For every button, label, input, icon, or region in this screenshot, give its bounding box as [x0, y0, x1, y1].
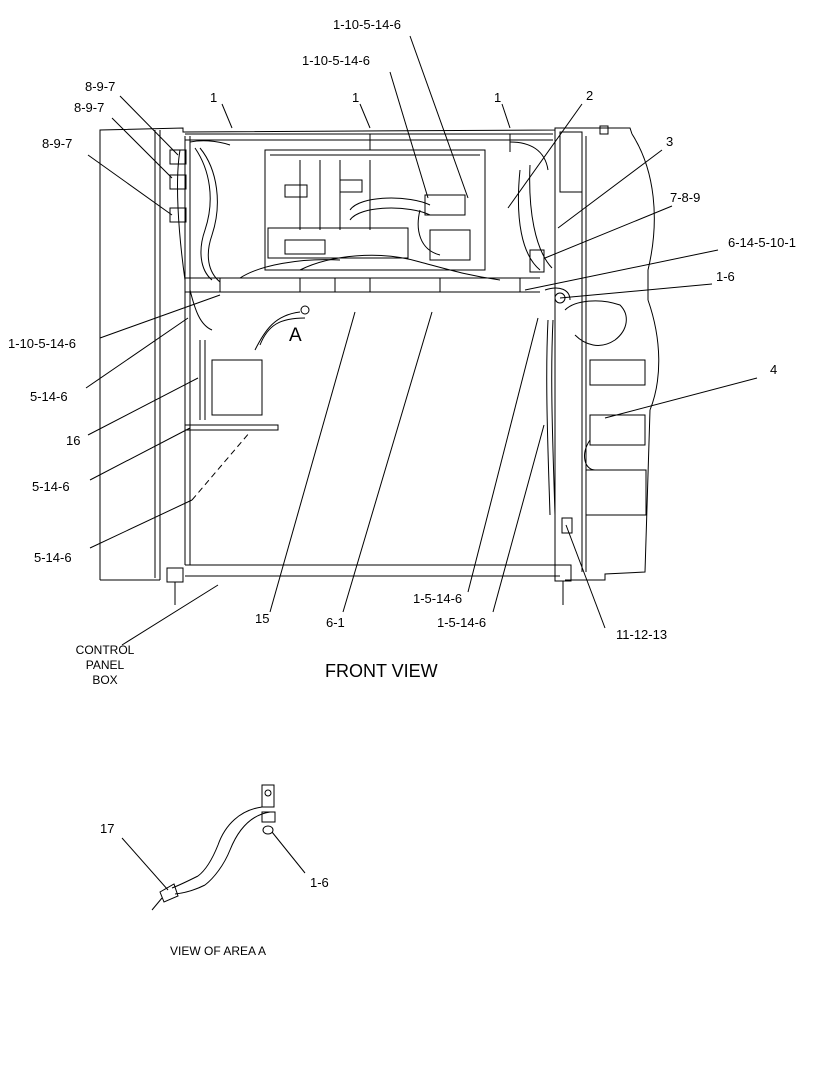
front-view-title: FRONT VIEW	[325, 661, 438, 681]
callout-4: 4	[770, 362, 778, 377]
control-panel-box-label: CONTROL PANEL BOX	[60, 643, 150, 688]
callout-8-9-7-a: 8-9-7	[85, 79, 116, 94]
callout-1-b: 1	[352, 90, 360, 105]
leader-lines	[86, 36, 757, 645]
callout-3: 3	[666, 134, 674, 149]
callout-1-10-5-14-6-top-b: 1-10-5-14-6	[302, 53, 370, 68]
left-cable-bundle	[170, 148, 220, 330]
callout-8-9-7-b: 8-9-7	[74, 100, 105, 115]
callout-5-14-6-a: 5-14-6	[30, 389, 68, 404]
callout-1-6-bottom: 1-6	[310, 875, 329, 890]
callout-1-10-5-14-6-top-a: 1-10-5-14-6	[333, 17, 401, 32]
callout-5-14-6-c: 5-14-6	[34, 550, 72, 565]
top-cables	[185, 134, 553, 170]
callout-8-9-7-c: 8-9-7	[42, 136, 73, 151]
callout-15: 15	[255, 611, 270, 626]
cabinet-outline	[100, 126, 659, 580]
subpanel-16	[185, 306, 309, 430]
callout-6-1: 6-1	[326, 615, 345, 630]
cabinet-feet	[167, 565, 571, 605]
callout-16: 16	[66, 433, 81, 448]
callout-6-14-5-10-1: 6-14-5-10-1	[728, 235, 796, 250]
control-panel-box-line-1: CONTROL	[75, 643, 135, 657]
control-panel-box-line-2: PANEL	[85, 658, 125, 672]
inner-panel	[265, 150, 485, 270]
callout-1-c: 1	[494, 90, 502, 105]
callout-17: 17	[100, 821, 115, 836]
callout-7-8-9: 7-8-9	[670, 190, 701, 205]
callout-2: 2	[586, 88, 594, 103]
callout-1-6-top: 1-6	[716, 269, 735, 284]
control-panel-box-line-3: BOX	[92, 673, 118, 687]
view-of-area-a-detail	[122, 785, 305, 910]
callout-1-10-5-14-6-left: 1-10-5-14-6	[8, 336, 76, 351]
callout-11-12-13: 11-12-13	[616, 627, 668, 642]
horizontal-duct	[185, 255, 540, 292]
callout-1-5-14-6-a: 1-5-14-6	[413, 591, 463, 606]
callout-1-a: 1	[210, 90, 218, 105]
right-components	[518, 165, 646, 533]
view-of-area-a-caption: VIEW OF AREA A	[170, 944, 267, 958]
callout-5-14-6-b: 5-14-6	[32, 479, 70, 494]
callout-1-5-14-6-b: 1-5-14-6	[437, 615, 487, 630]
callout-area-a: A	[289, 325, 302, 346]
